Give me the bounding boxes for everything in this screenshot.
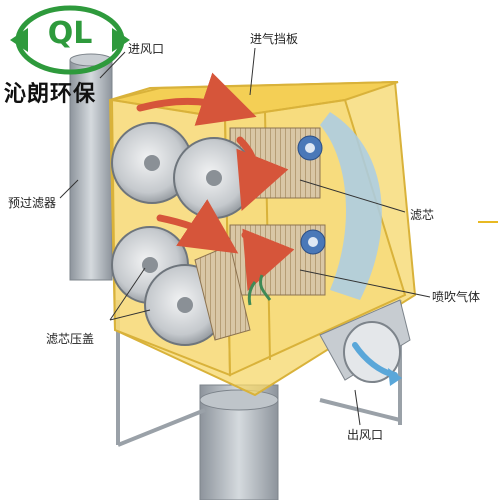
inlet-airflow-arrows [136,72,295,292]
leader-lines [59,47,431,426]
pulse-nozzles [297,135,326,255]
pre-filter-column [69,53,113,281]
brand-logo [10,5,130,75]
clean-air-flow [320,112,382,300]
label-outlet: 出风口 [347,428,384,442]
label-inlet: 进风口 [128,42,165,56]
label-pulse-gas: 喷吹气体 [432,290,481,304]
brand-name: 沁朗环保 [4,82,97,107]
outlet-duct [319,299,411,386]
label-inlet-baffle: 进气挡板 [250,32,299,46]
label-filter-core: 滤芯 [410,208,435,222]
label-pre-filter: 预过滤器 [8,196,57,210]
label-filter-cover: 滤芯压盖 [46,332,95,346]
logo-letters: QL [47,16,93,51]
pulse-gas-arrows [247,274,272,306]
hopper-pipe [199,384,279,500]
